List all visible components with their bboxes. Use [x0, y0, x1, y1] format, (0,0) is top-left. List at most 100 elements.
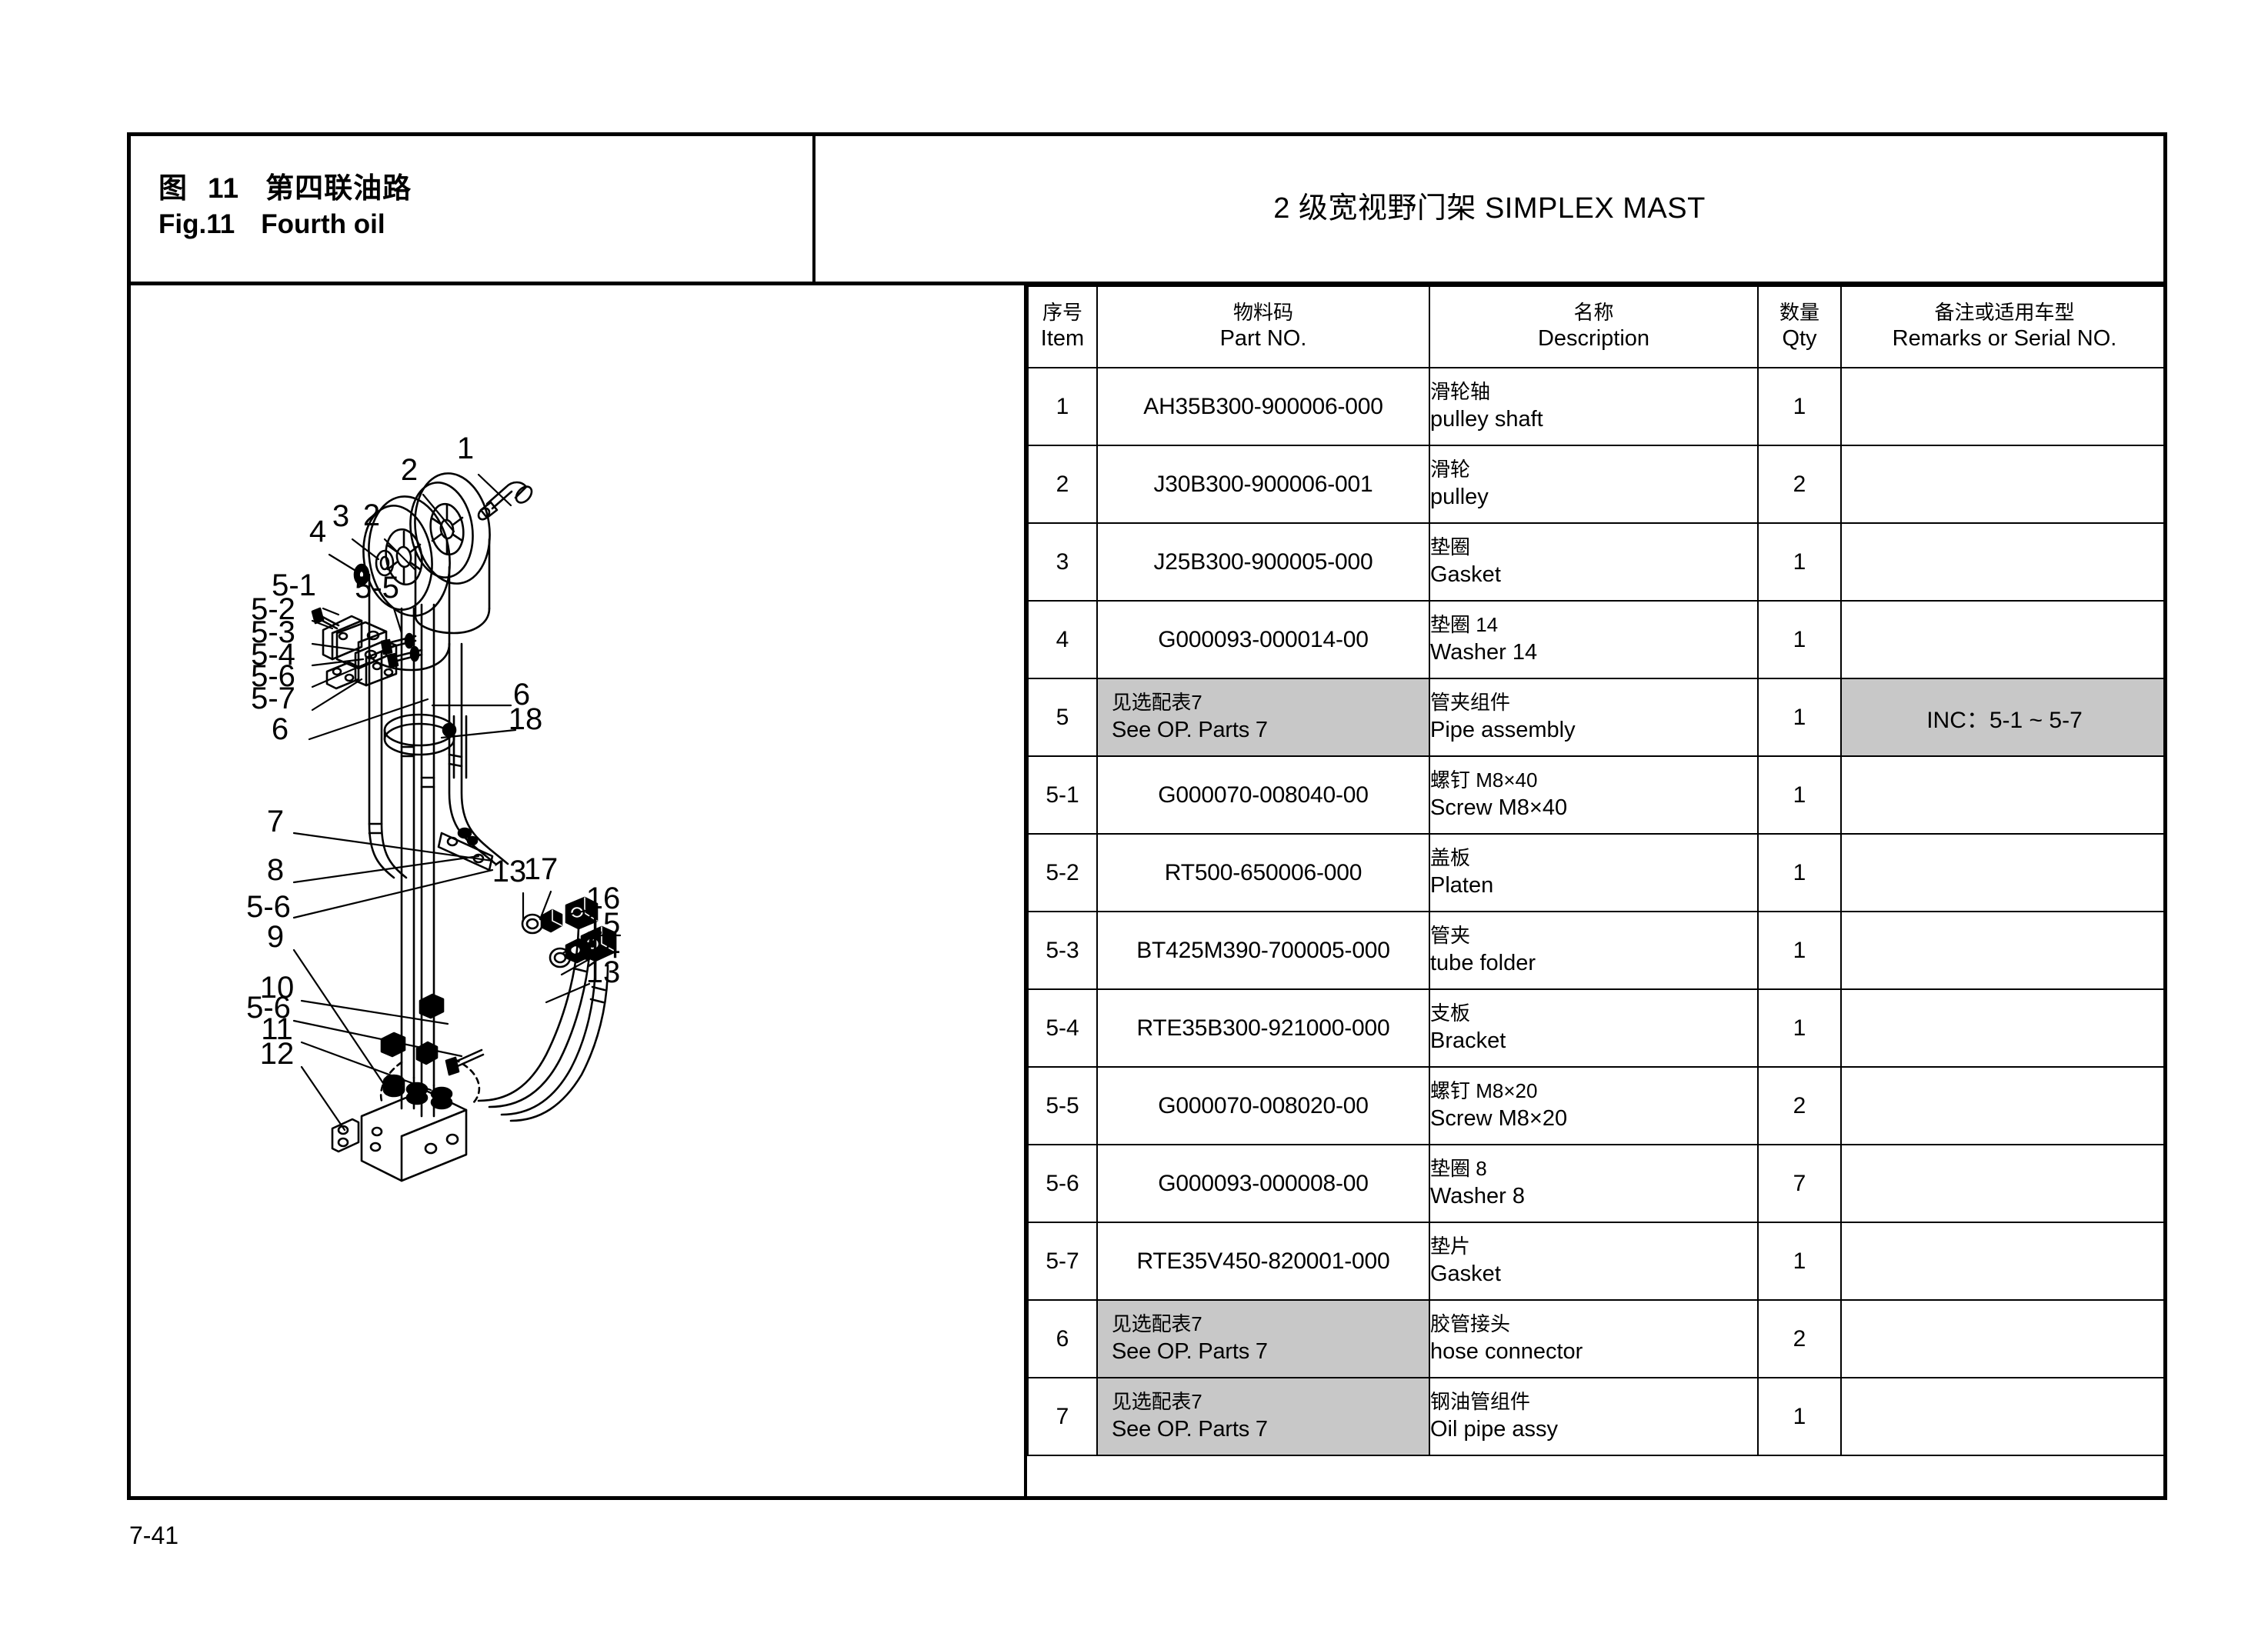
cell-remarks — [1840, 755, 2163, 835]
callout-label: 7 — [267, 805, 284, 838]
col-header-remarks: 备注或适用车型 Remarks or Serial NO. — [1840, 285, 2163, 368]
cell-description-en: Washer 8 — [1430, 1183, 1526, 1208]
cell-description: 垫圈 Gasket — [1429, 522, 1759, 602]
cell-part-no: J25B300-900005-000 — [1096, 522, 1430, 602]
col-header-remarks-cn: 备注或适用车型 — [1934, 301, 2075, 325]
cell-part-no: RTE35V450-820001-000 — [1096, 1222, 1430, 1301]
cell-part-no: BT425M390-700005-000 — [1096, 911, 1430, 990]
cell-description-cn: 垫圈 — [1430, 535, 1471, 558]
cell-description-cn: 垫圈 14 — [1430, 612, 1499, 636]
cell-description-cn: 垫圈 8 — [1430, 1156, 1487, 1180]
cell-remarks — [1840, 1299, 2163, 1378]
cell-item: 5-2 — [1027, 833, 1098, 912]
col-header-qty: 数量 Qty — [1757, 285, 1842, 368]
cell-part-no-cn: 见选配表7 — [1112, 690, 1202, 714]
cell-qty: 1 — [1757, 367, 1842, 446]
callout-label: 18 — [509, 702, 543, 736]
cell-remarks — [1840, 600, 2163, 679]
callout-label: 4 — [309, 515, 326, 548]
cell-description-en: Washer 14 — [1430, 639, 1538, 665]
col-header-item-en: Item — [1040, 326, 1085, 352]
cell-description-en: pulley shaft — [1430, 406, 1543, 432]
col-header-part-no-cn: 物料码 — [1232, 301, 1293, 325]
cell-description-cn: 垫片 — [1430, 1234, 1471, 1258]
callout-label: 5-5 — [355, 571, 399, 605]
cell-description-cn: 螺钉 M8×20 — [1430, 1078, 1538, 1102]
cell-part-no-cn: 见选配表7 — [1112, 1389, 1202, 1413]
parts-table-cell: 序号 Item 物料码 Part NO. — [1027, 285, 2163, 1496]
cell-item: 5 — [1027, 678, 1098, 757]
cell-part-no-cn: 见选配表7 — [1112, 1312, 1202, 1335]
cell-item: 5-3 — [1027, 911, 1098, 990]
cell-description-en: pulley — [1430, 484, 1489, 509]
callout-label: 14 — [586, 931, 621, 965]
callout-label: 11 — [261, 1012, 293, 1046]
cell-part-no: G000070-008020-00 — [1096, 1066, 1430, 1145]
mast-title-cell: 2 级宽视野门架 SIMPLEX MAST — [815, 136, 2163, 282]
col-header-description-en: Description — [1537, 326, 1650, 352]
col-header-description: 名称 Description — [1429, 285, 1759, 368]
callout-label: 9 — [267, 920, 284, 954]
cell-part-no-en: See OP. Parts 7 — [1112, 717, 1268, 742]
cell-remarks — [1840, 833, 2163, 912]
col-header-item-cn: 序号 — [1042, 301, 1082, 325]
cell-item: 5-5 — [1027, 1066, 1098, 1145]
cell-remarks — [1840, 988, 2163, 1068]
callout-label: 13 — [586, 955, 621, 989]
callout-label: 5-3 — [251, 615, 295, 649]
callout-label: 1 — [457, 432, 474, 465]
cell-qty: 7 — [1757, 1144, 1842, 1223]
callout-label: 3 — [332, 499, 349, 533]
cell-description-cn: 钢油管组件 — [1430, 1389, 1531, 1413]
cell-description-en: Oil pipe assy — [1430, 1416, 1559, 1442]
table-header-row: 序号 Item 物料码 Part NO. — [1027, 285, 2163, 368]
cell-item: 1 — [1027, 367, 1098, 446]
callout-label: 5-4 — [251, 638, 295, 672]
cell-qty: 1 — [1757, 600, 1842, 679]
cell-description-en: Screw M8×40 — [1430, 795, 1568, 820]
callout-label: 10 — [260, 971, 295, 1005]
cell-item: 5-6 — [1027, 1144, 1098, 1223]
cell-description-en: Gasket — [1430, 562, 1501, 587]
cell-item: 5-7 — [1027, 1222, 1098, 1301]
cell-item: 7 — [1027, 1377, 1098, 1456]
cell-remarks — [1840, 367, 2163, 446]
cell-part-no: J30B300-900006-001 — [1096, 445, 1430, 524]
callout-label: 5-6 — [251, 659, 295, 693]
callout-label: 13 — [492, 855, 527, 888]
col-header-qty-en: Qty — [1782, 326, 1817, 352]
cell-item: 5-1 — [1027, 755, 1098, 835]
cell-description-cn: 胶管接头 — [1430, 1312, 1511, 1335]
cell-part-no: G000093-000014-00 — [1096, 600, 1430, 679]
mast-title: 2 级宽视野门架 SIMPLEX MAST — [1273, 192, 1706, 225]
cell-description: 垫圈 8 Washer 8 — [1429, 1144, 1759, 1223]
pipe-clamp-assembly — [311, 607, 423, 690]
cell-item: 3 — [1027, 522, 1098, 602]
cell-remarks — [1840, 522, 2163, 602]
cell-qty: 2 — [1757, 1299, 1842, 1378]
cell-qty: 2 — [1757, 1066, 1842, 1145]
callout-label: 2 — [401, 453, 418, 487]
cell-part-no: RTE35B300-921000-000 — [1096, 988, 1430, 1068]
